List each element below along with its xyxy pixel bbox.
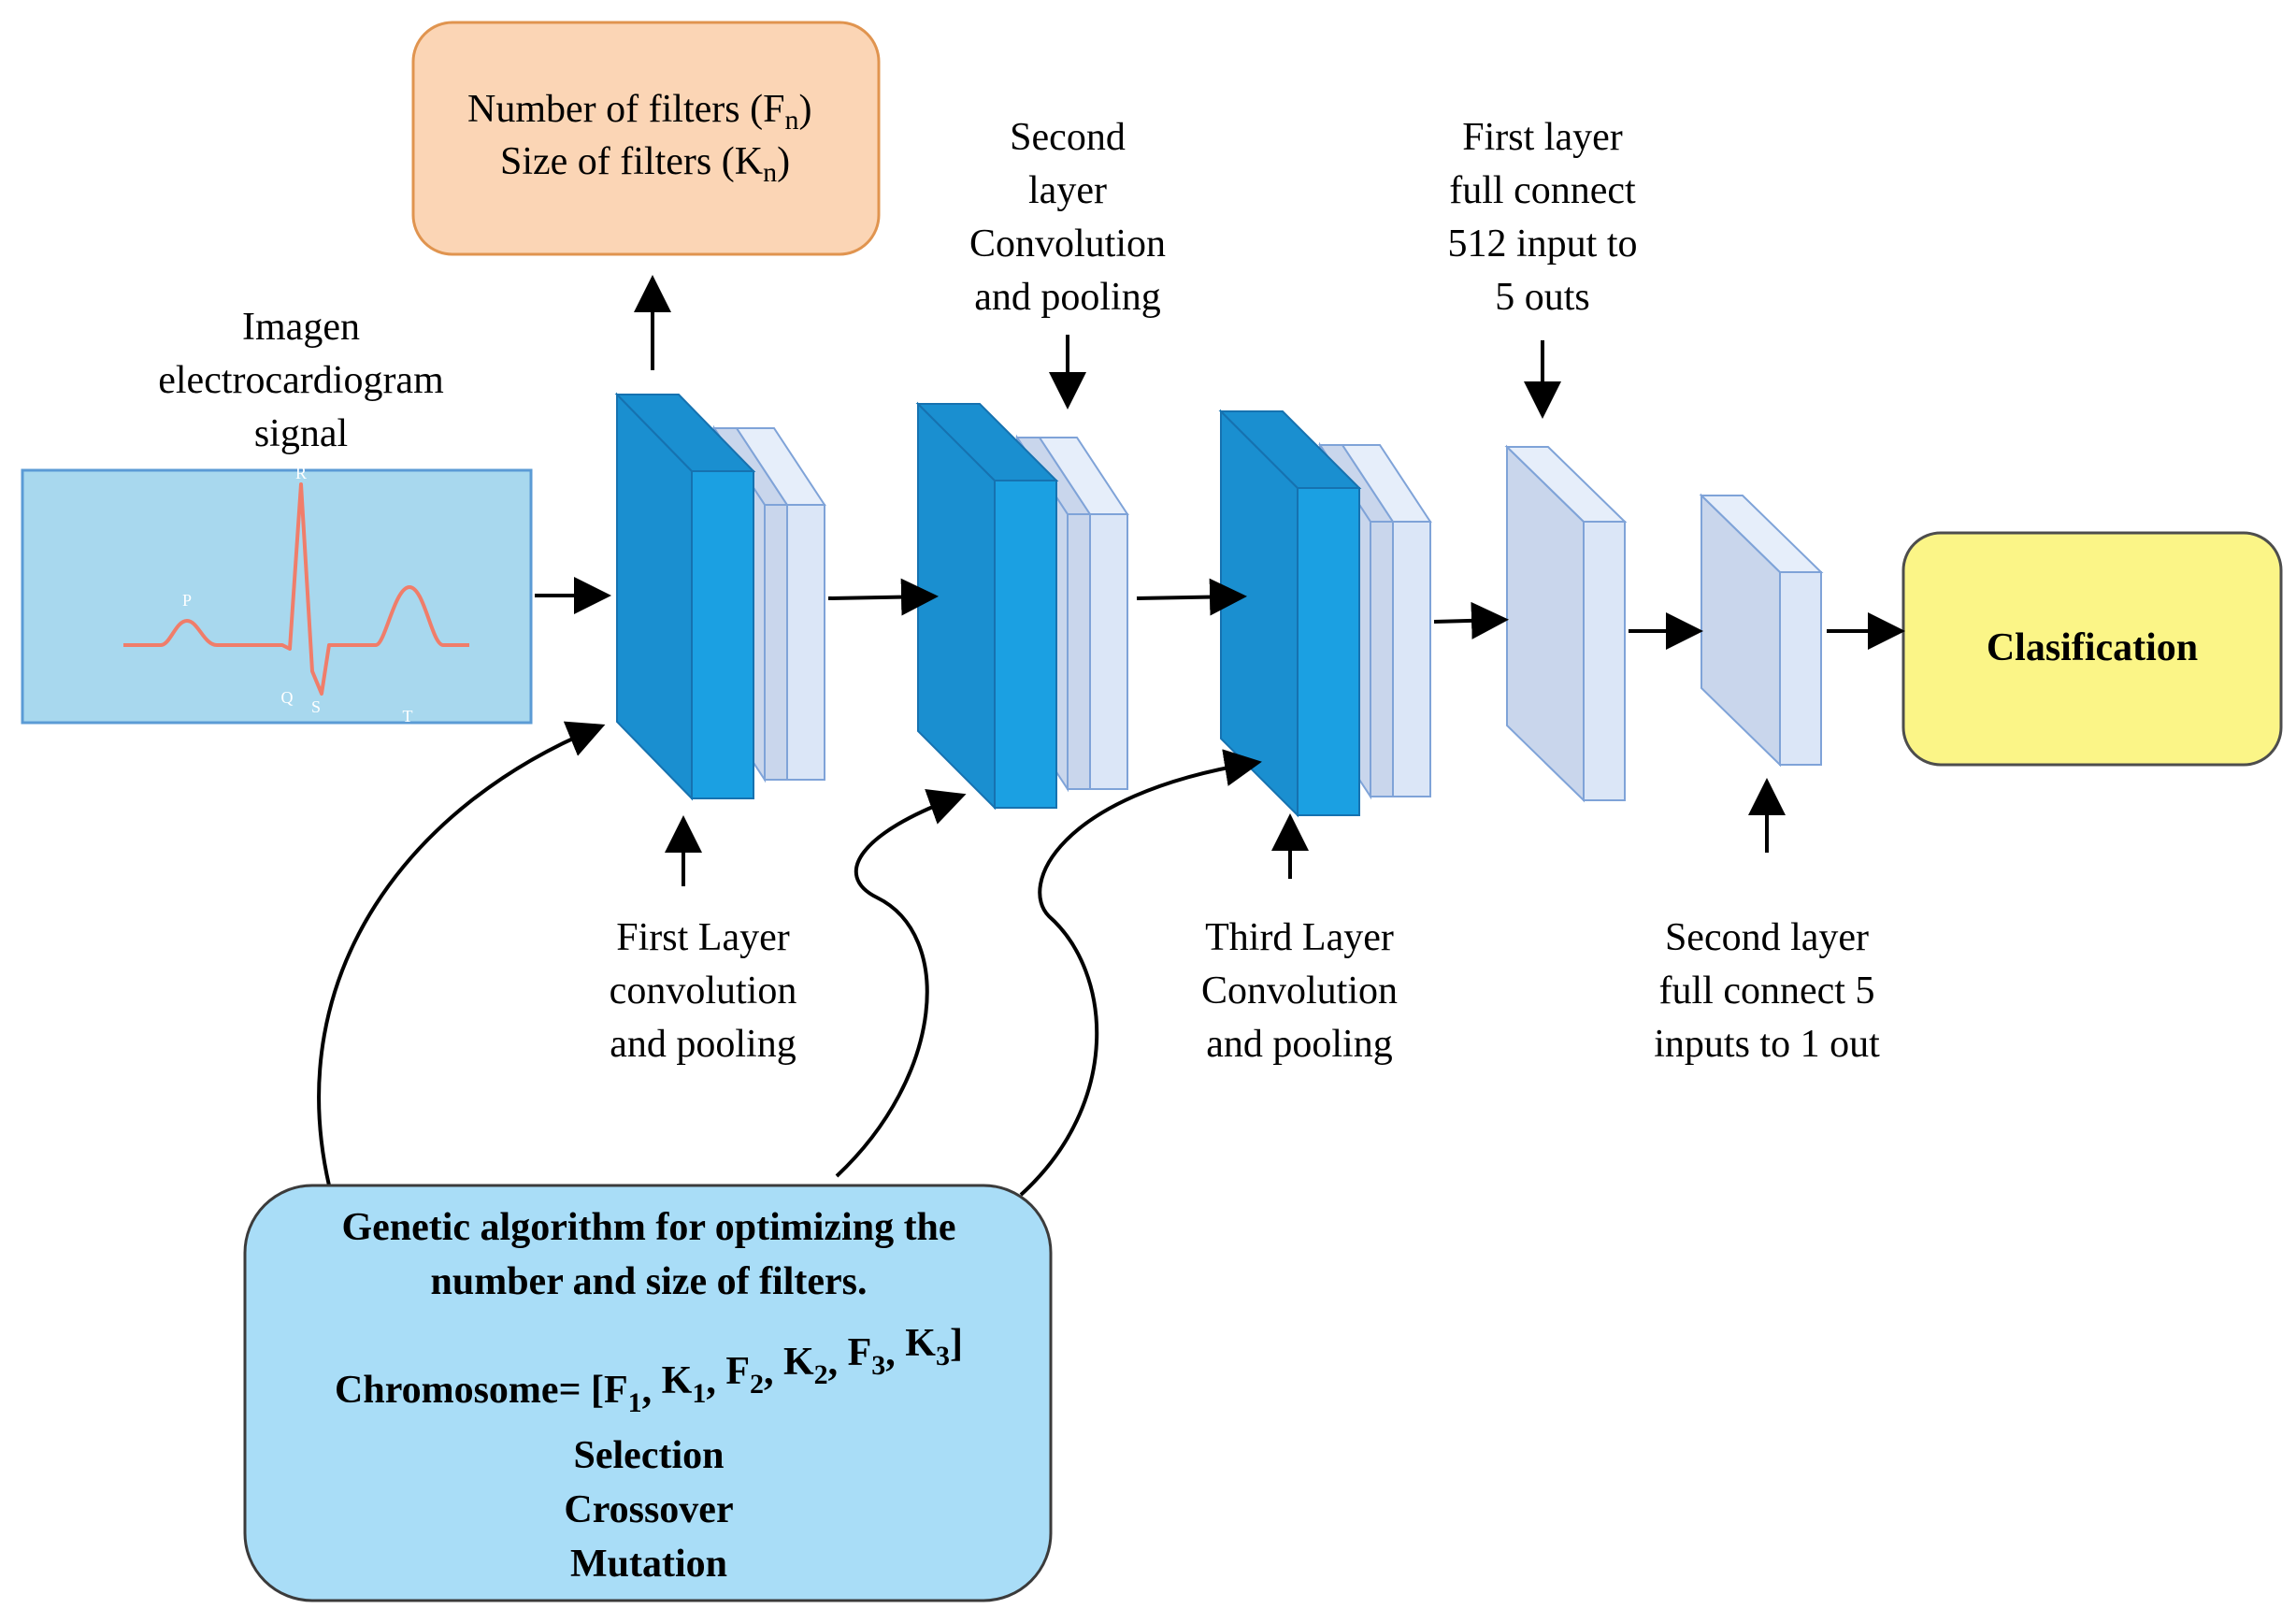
ga-box-shape <box>243 1184 1053 1602</box>
ecg-wave-r: R <box>295 464 307 482</box>
conv2-label-line-3: Convolution <box>969 223 1166 266</box>
ecg-wave-s: S <box>311 697 321 716</box>
ecg-waveform <box>123 482 469 696</box>
conv-3-face <box>1297 487 1360 816</box>
flow-arrows <box>317 275 1905 1197</box>
conv-1-face <box>691 470 754 799</box>
conv2-label-line-1: Second <box>1010 116 1126 159</box>
chromosome-separator: , <box>642 1369 662 1412</box>
ecg-signal-label: Imagen electrocardiogram signal <box>158 306 444 455</box>
fc-1-face <box>1583 521 1626 801</box>
chromosome-gene-index: 2 <box>750 1369 764 1400</box>
ecg-label-line-3: signal <box>254 412 348 455</box>
conv1-label-line-1: First Layer <box>616 916 789 959</box>
conv2-label-line-2: layer <box>1028 169 1107 212</box>
chromosome-gene-letter: K <box>905 1322 936 1365</box>
fc1-label: First layer full connect 512 input to 5 … <box>1447 116 1637 319</box>
chromosome-gene-letter: K <box>783 1341 814 1384</box>
fc1-label-line-1: First layer <box>1462 116 1622 159</box>
chromosome-gene-index: 3 <box>871 1350 885 1381</box>
arrow-conv3-to-fc1 <box>1433 601 1509 639</box>
ga-title-line-2: number and size of filters. <box>430 1260 867 1303</box>
ga-chromosome: Chromosome= [F1, K1, F2, K2, F3, K3] <box>335 1322 963 1418</box>
conv-2-face <box>994 480 1057 809</box>
ga-title-line-1: Genetic algorithm for optimizing the <box>341 1206 955 1249</box>
ga-operator-crossover: Crossover <box>564 1488 733 1531</box>
conv3-label-line-1: Third Layer <box>1205 916 1394 959</box>
filters-size-label: Size of filters (Kn) <box>500 140 790 188</box>
fc2-label-line-1: Second layer <box>1665 916 1869 959</box>
filters-count-label: Number of filters (Fn) <box>467 88 811 136</box>
ecg-signal-background <box>21 468 533 725</box>
conv3-label-line-3: and pooling <box>1206 1023 1392 1066</box>
pool-3-face <box>1392 521 1431 797</box>
fc-block-1 <box>1504 444 1628 803</box>
conv1-label: First Layer convolution and pooling <box>610 916 797 1066</box>
conv-block-3 <box>1218 409 1432 818</box>
pool-1-face <box>786 504 825 781</box>
pool-2-face <box>1089 513 1128 790</box>
fc2-label-line-2: full connect 5 <box>1659 969 1875 1013</box>
chromosome-separator: , <box>764 1350 783 1393</box>
ga-operator-mutation: Mutation <box>570 1543 727 1586</box>
ecg-wave-t: T <box>403 707 413 725</box>
classification-label: Clasification <box>1987 626 2198 669</box>
conv-block-1 <box>614 392 826 801</box>
arrow-ga-to-conv2 <box>835 788 967 1178</box>
conv1-label-line-3: and pooling <box>610 1023 796 1066</box>
chromosome-separator: , <box>828 1341 848 1384</box>
fc1-label-line-3: 512 input to <box>1447 223 1637 266</box>
classification-box: Clasification <box>1901 531 2283 767</box>
ecg-wave-q: Q <box>281 688 294 707</box>
genetic-algorithm-box: Genetic algorithm for optimizing the num… <box>243 1184 1053 1602</box>
chromosome-gene-index: 2 <box>814 1359 828 1390</box>
filters-box-shape <box>411 21 881 256</box>
fc2-label-line-3: inputs to 1 out <box>1654 1023 1880 1066</box>
fc1-label-line-2: full connect <box>1449 169 1636 212</box>
chromosome-gene-letter: F <box>848 1331 872 1374</box>
arrow-ga-to-conv1 <box>317 721 606 1186</box>
fc-block-2 <box>1699 493 1824 768</box>
ecg-label-line-1: Imagen <box>242 306 360 349</box>
ecg-signal-image: P R Q S T <box>21 464 533 725</box>
conv-block-2 <box>915 401 1129 811</box>
fc-2-face <box>1779 571 1822 766</box>
filters-parameter-box: Number of filters (Fn) Size of filters (… <box>411 21 881 256</box>
arrow-conv1-to-conv2 <box>827 578 939 616</box>
arrow-ga-to-conv3 <box>1019 749 1262 1197</box>
conv3-label-line-2: Convolution <box>1201 969 1398 1013</box>
chromosome-gene-letter: K <box>662 1359 693 1402</box>
chromosome-gene-letter: F <box>604 1369 628 1412</box>
conv2-label-line-4: and pooling <box>974 276 1160 319</box>
chromosome-gene-index: 1 <box>628 1387 642 1418</box>
chromosome-gene-index: 3 <box>936 1341 950 1372</box>
chromosome-gene-index: 1 <box>692 1378 706 1409</box>
chromosome-gene-letter: F <box>725 1350 750 1393</box>
conv3-label: Third Layer Convolution and pooling <box>1201 916 1398 1066</box>
ga-operator-selection: Selection <box>574 1434 725 1477</box>
chromosome-separator: , <box>706 1359 725 1402</box>
fc1-label-line-4: 5 outs <box>1495 276 1590 319</box>
chromosome-suffix: ] <box>950 1322 963 1365</box>
chromosome-separator: , <box>885 1331 905 1374</box>
ecg-wave-p: P <box>182 591 192 610</box>
ecg-label-line-2: electrocardiogram <box>158 359 444 402</box>
conv1-label-line-2: convolution <box>610 969 797 1013</box>
fc2-label: Second layer full connect 5 inputs to 1 … <box>1654 916 1880 1066</box>
conv2-label: Second layer Convolution and pooling <box>969 116 1166 319</box>
arrow-conv2-to-conv3 <box>1136 578 1247 616</box>
chromosome-prefix: Chromosome= [ <box>335 1369 604 1412</box>
